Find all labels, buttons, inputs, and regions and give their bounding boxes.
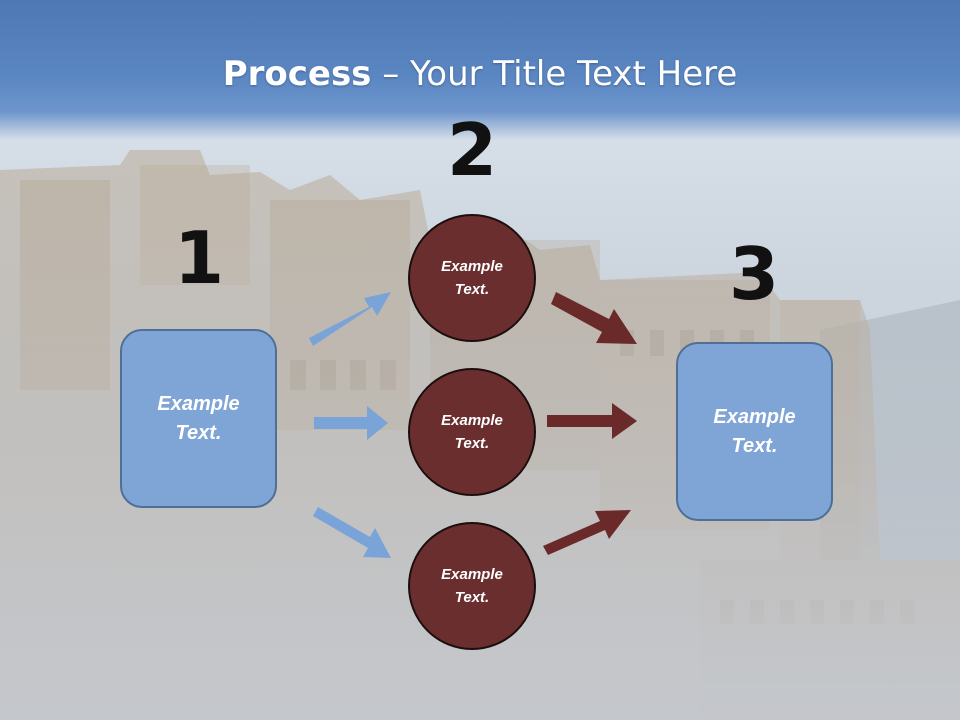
process-box-right-text: Example Text. [713,405,796,457]
title-strong: Process [222,54,372,94]
process-box-right[interactable]: Example Text. [676,342,833,521]
arrow-top-to-right [551,292,637,344]
slide-title: Process – Your Title Text Here [0,52,960,96]
step-number-3: 3 [728,232,780,316]
process-circle-middle[interactable]: Example Text. [408,368,536,496]
process-circle-bottom[interactable]: Example Text. [408,522,536,650]
arrow-bottom-to-right [543,510,631,555]
process-circle-top[interactable]: Example Text. [408,214,536,342]
step-number-2: 2 [446,108,498,192]
process-circle-bottom-text: Example Text. [441,566,503,606]
step-number-1: 1 [173,216,225,300]
arrow-left-to-top [309,292,391,346]
process-circle-middle-text: Example Text. [441,412,503,452]
title-rest: – Your Title Text Here [371,54,738,94]
arrow-left-to-middle [314,406,388,440]
process-box-left-text: Example Text. [157,392,240,444]
process-circle-top-text: Example Text. [441,258,503,298]
header-band [0,0,960,140]
arrow-middle-to-right [547,403,637,439]
process-box-left[interactable]: Example Text. [120,329,277,508]
arrow-left-to-bottom [313,507,391,558]
